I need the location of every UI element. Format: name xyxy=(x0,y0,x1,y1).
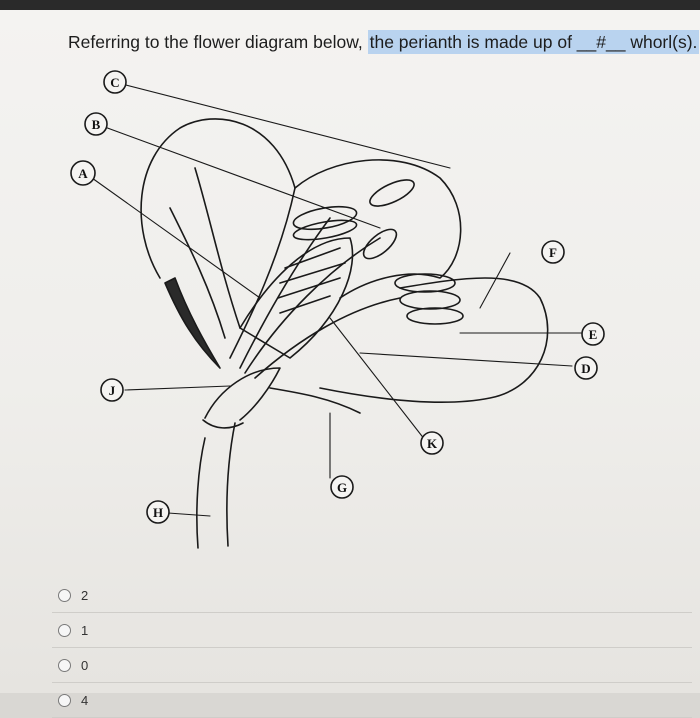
label-k: K xyxy=(427,436,438,451)
label-h: H xyxy=(153,505,163,520)
label-g-circle xyxy=(330,475,354,499)
option-row[interactable]: 2 xyxy=(52,578,692,613)
label-b: B xyxy=(92,117,101,132)
label-f: F xyxy=(549,245,557,260)
top-bar xyxy=(0,0,700,12)
label-f-circle xyxy=(541,240,565,264)
option-row[interactable]: 4 xyxy=(52,683,692,718)
radio-button[interactable] xyxy=(58,693,71,707)
petal-upper xyxy=(294,159,462,299)
label-j: J xyxy=(109,383,116,398)
anther-3 xyxy=(394,273,456,293)
ovary xyxy=(239,237,354,359)
label-a-circle xyxy=(70,160,96,186)
option-row[interactable]: 0 xyxy=(52,648,692,683)
radio-button[interactable] xyxy=(58,658,71,672)
option-label: 1 xyxy=(81,622,89,638)
question-sheet: Referring to the flower diagram below, t… xyxy=(0,10,700,718)
option-label: 0 xyxy=(81,657,89,673)
label-c: C xyxy=(110,75,119,90)
label-e-circle xyxy=(581,322,605,346)
radio-button[interactable] xyxy=(58,623,71,637)
anther-1 xyxy=(292,205,358,231)
label-d-circle xyxy=(574,356,598,380)
radio-button[interactable] xyxy=(58,588,71,602)
label-j-circle xyxy=(100,378,124,402)
label-e: E xyxy=(589,327,598,342)
stem-ring xyxy=(202,419,244,429)
sepal-lower xyxy=(269,387,361,414)
flower-diagram: C B A F E D J K G H xyxy=(70,70,605,549)
option-label: 2 xyxy=(81,587,89,603)
stem xyxy=(196,422,236,549)
anther-2 xyxy=(369,179,415,207)
label-k-circle xyxy=(420,431,444,455)
label-c-circle xyxy=(103,70,127,94)
label-d: D xyxy=(581,361,590,376)
receptacle xyxy=(204,367,281,421)
question-prefix: Referring to the flower diagram below, xyxy=(68,32,368,52)
question-text: Referring to the flower diagram below, t… xyxy=(68,30,700,54)
sepal-left xyxy=(164,277,221,369)
label-g: G xyxy=(337,480,347,495)
question-highlighted: the perianth is made up of __#__ whorl(s… xyxy=(367,30,700,54)
petal-right xyxy=(319,277,549,403)
stamen-2 xyxy=(244,237,381,374)
option-label: 4 xyxy=(81,692,89,708)
label-a: A xyxy=(78,166,88,181)
stamen-3 xyxy=(254,297,401,379)
option-row[interactable]: 1 xyxy=(52,613,692,648)
answer-options: 2 1 0 4 xyxy=(52,578,692,718)
label-b-circle xyxy=(84,112,108,136)
stamen-1 xyxy=(239,217,331,369)
petal-a xyxy=(140,118,296,359)
label-h-circle xyxy=(146,500,170,524)
